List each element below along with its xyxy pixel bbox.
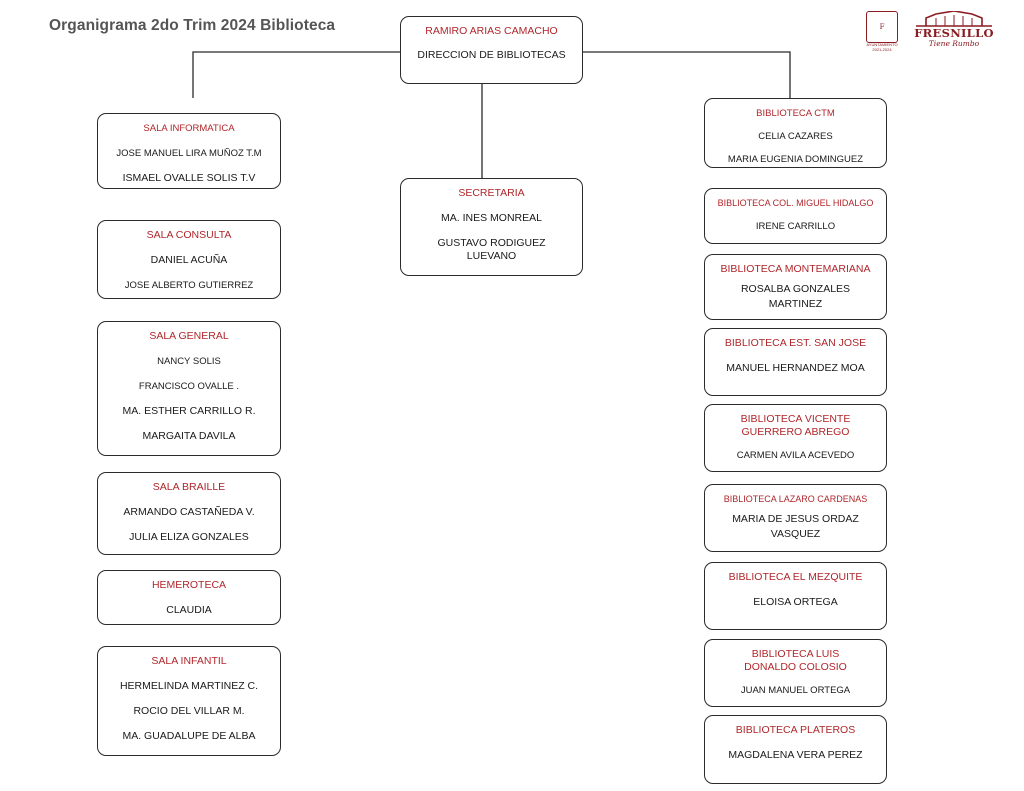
box-member: JULIA ELIZA GONZALES bbox=[129, 531, 249, 543]
box-sala-informatica: SALA INFORMATICA JOSE MANUEL LIRA MUÑOZ … bbox=[97, 113, 281, 189]
page-title: Organigrama 2do Trim 2024 Biblioteca bbox=[49, 17, 336, 34]
box-title: SALA INFORMATICA bbox=[143, 123, 235, 134]
box-member: MAGDALENA VERA PEREZ bbox=[728, 749, 863, 761]
box-title: BIBLIOTECA LUIS DONALDO COLOSIO bbox=[744, 648, 847, 673]
box-member: GUSTAVO RODIGUEZ LUEVANO bbox=[437, 237, 546, 262]
box-biblioteca-lazaro-cardenas: BIBLIOTECA LAZARO CARDENAS MARIA DE JESU… bbox=[704, 484, 887, 552]
box-member: JOSE MANUEL LIRA MUÑOZ T.M bbox=[116, 148, 262, 159]
brand-tagline: Tiene Rumbo bbox=[928, 39, 980, 48]
box-member: JOSE ALBERTO GUTIERREZ bbox=[124, 280, 254, 291]
box-hemeroteca: HEMEROTECA CLAUDIA bbox=[97, 570, 281, 625]
box-member: ROSALBA GONZALES MARTINEZ bbox=[740, 283, 851, 310]
box-title: BIBLIOTECA EST. SAN JOSE bbox=[724, 337, 867, 349]
box-member: CLAUDIA bbox=[166, 604, 212, 616]
box-member: MA. INES MONREAL bbox=[441, 212, 542, 224]
box-member: ISMAEL OVALLE SOLIS T.V bbox=[122, 172, 256, 184]
brand-name: FRESNILLO bbox=[914, 26, 994, 40]
box-member: MARGAITA DAVILA bbox=[142, 430, 236, 442]
box-title: BIBLIOTECA VICENTE GUERRERO ABREGO bbox=[740, 413, 851, 438]
box-member: MANUEL HERNANDEZ MOA bbox=[726, 362, 865, 374]
box-member: CARMEN AVILA ACEVEDO bbox=[736, 450, 855, 461]
box-secretaria: SECRETARIA MA. INES MONREAL GUSTAVO RODI… bbox=[400, 178, 583, 276]
connector-right bbox=[583, 51, 791, 98]
box-title: HEMEROTECA bbox=[151, 579, 227, 591]
box-member: JUAN MANUEL ORTEGA bbox=[740, 685, 851, 696]
box-member: MA. ESTHER CARRILLO R. bbox=[122, 405, 256, 417]
connector-left bbox=[192, 51, 400, 98]
box-title: SECRETARIA bbox=[458, 187, 525, 199]
box-biblioteca-plateros: BIBLIOTECA PLATEROS MAGDALENA VERA PEREZ bbox=[704, 715, 887, 784]
municipal-seal: F bbox=[866, 11, 898, 43]
box-sala-general: SALA GENERAL NANCY SOLIS FRANCISCO OVALL… bbox=[97, 321, 281, 456]
box-member: DIRECCION DE BIBLIOTECAS bbox=[417, 49, 566, 61]
box-title: BIBLIOTECA LAZARO CARDENAS bbox=[723, 494, 868, 504]
box-title: RAMIRO ARIAS CAMACHO bbox=[425, 25, 558, 37]
box-title: BIBLIOTECA COL. MIGUEL HIDALGO bbox=[717, 198, 874, 208]
box-biblioteca-ctm: BIBLIOTECA CTM CELIA CAZARES MARIA EUGEN… bbox=[704, 98, 887, 168]
box-title: BIBLIOTECA CTM bbox=[756, 108, 835, 119]
building-icon bbox=[916, 10, 992, 27]
box-sala-braille: SALA BRAILLE ARMANDO CASTAÑEDA V. JULIA … bbox=[97, 472, 281, 555]
box-member: HERMELINDA MARTINEZ C. bbox=[119, 680, 259, 692]
box-member: NANCY SOLIS bbox=[157, 356, 221, 367]
fresnillo-logo: FRESNILLO Tiene Rumbo bbox=[912, 10, 996, 51]
box-member: ROCIO DEL VILLAR M. bbox=[133, 705, 245, 717]
box-title: SALA INFANTIL bbox=[151, 655, 227, 667]
box-title: BIBLIOTECA EL MEZQUITE bbox=[728, 571, 863, 583]
box-biblioteca-san-jose: BIBLIOTECA EST. SAN JOSE MANUEL HERNANDE… bbox=[704, 328, 887, 396]
box-member: MA. GUADALUPE DE ALBA bbox=[122, 730, 256, 742]
box-member: DANIEL ACUÑA bbox=[150, 254, 228, 266]
seal-caption-line: 2021-2024 bbox=[872, 47, 892, 52]
box-title: SALA GENERAL bbox=[149, 330, 229, 342]
box-member: ARMANDO CASTAÑEDA V. bbox=[123, 506, 255, 518]
box-title: SALA CONSULTA bbox=[146, 229, 232, 241]
box-member: ELOISA ORTEGA bbox=[753, 596, 838, 608]
seal-caption-line: AYUNTAMIENTO bbox=[866, 42, 898, 47]
box-biblioteca-montemariana: BIBLIOTECA MONTEMARIANA ROSALBA GONZALES… bbox=[704, 254, 887, 320]
box-member: CELIA CAZARES bbox=[758, 131, 833, 142]
seal-mark: F bbox=[879, 23, 885, 31]
box-direccion: RAMIRO ARIAS CAMACHO DIRECCION DE BIBLIO… bbox=[400, 16, 583, 84]
box-title: BIBLIOTECA PLATEROS bbox=[735, 724, 856, 736]
box-title: SALA BRAILLE bbox=[152, 481, 226, 493]
logos: F AYUNTAMIENTO 2021-2024 FRESNILLO Tiene… bbox=[864, 10, 996, 52]
box-sala-infantil: SALA INFANTIL HERMELINDA MARTINEZ C. ROC… bbox=[97, 646, 281, 756]
box-member: MARIA DE JESUS ORDAZ VASQUEZ bbox=[732, 513, 859, 540]
seal-caption: AYUNTAMIENTO 2021-2024 bbox=[864, 42, 900, 52]
box-member: IRENE CARRILLO bbox=[755, 221, 836, 232]
box-biblioteca-luis-donaldo-colosio: BIBLIOTECA LUIS DONALDO COLOSIO JUAN MAN… bbox=[704, 639, 887, 707]
box-member: MARIA EUGENIA DOMINGUEZ bbox=[727, 154, 864, 165]
box-sala-consulta: SALA CONSULTA DANIEL ACUÑA JOSE ALBERTO … bbox=[97, 220, 281, 299]
box-title: BIBLIOTECA MONTEMARIANA bbox=[720, 263, 871, 275]
box-biblioteca-vicente-guerrero: BIBLIOTECA VICENTE GUERRERO ABREGO CARME… bbox=[704, 404, 887, 472]
box-biblioteca-el-mezquite: BIBLIOTECA EL MEZQUITE ELOISA ORTEGA bbox=[704, 562, 887, 630]
box-member: FRANCISCO OVALLE . bbox=[138, 381, 240, 392]
box-biblioteca-miguel-hidalgo: BIBLIOTECA COL. MIGUEL HIDALGO IRENE CAR… bbox=[704, 188, 887, 244]
